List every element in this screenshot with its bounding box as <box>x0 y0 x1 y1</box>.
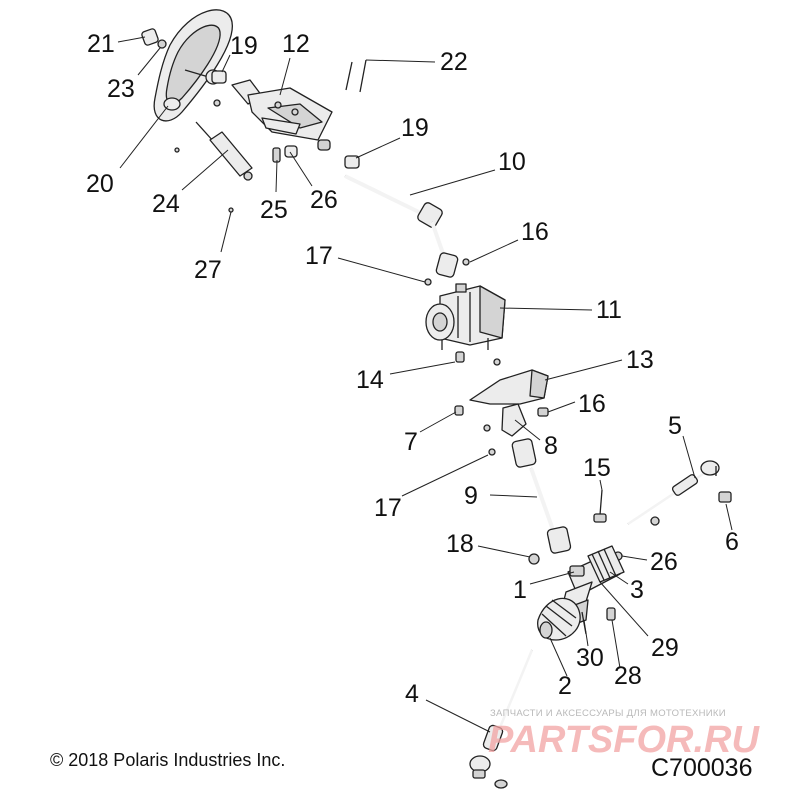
callout-26-top: 26 <box>310 186 338 214</box>
callout-25: 25 <box>260 196 288 224</box>
part-lower-shaft <box>511 438 572 554</box>
part-pins <box>345 59 367 93</box>
callout-3: 3 <box>630 576 644 604</box>
callout-labels: 21 19 12 22 23 19 10 20 24 25 26 16 17 2… <box>86 30 739 708</box>
watermark: ЗАПЧАСТИ И АКСЕССУАРЫ ДЛЯ МОТОТЕХНИКИ PA… <box>488 708 760 761</box>
callout-21: 21 <box>87 30 115 58</box>
callout-19-mid: 19 <box>401 114 429 142</box>
callout-17-top: 17 <box>305 242 333 270</box>
copyright-notice: © 2018 Polaris Industries Inc. <box>50 750 285 770</box>
part-bolt-15 <box>593 489 607 523</box>
callout-17-lower: 17 <box>374 494 402 522</box>
callout-1: 1 <box>513 576 527 604</box>
part-nut-small <box>157 39 167 49</box>
part-gas-strut <box>195 121 253 181</box>
watermark-tagline: ЗАПЧАСТИ И АКСЕССУАРЫ ДЛЯ МОТОТЕХНИКИ <box>490 708 726 719</box>
callout-13: 13 <box>626 346 654 374</box>
callout-16-top: 16 <box>521 218 549 246</box>
callout-14: 14 <box>356 366 384 394</box>
part-plate <box>501 403 527 437</box>
part-bolt-25 <box>272 147 281 163</box>
callout-6: 6 <box>725 528 739 556</box>
callout-28: 28 <box>614 662 642 690</box>
callout-26-lower: 26 <box>650 548 678 576</box>
part-bushing-top <box>211 70 227 84</box>
callout-7: 7 <box>404 428 418 456</box>
callout-19-top: 19 <box>230 32 258 60</box>
callout-9: 9 <box>464 482 478 510</box>
part-upper-shaft <box>344 174 459 278</box>
drawing-code: C700036 <box>651 754 752 782</box>
callout-18: 18 <box>446 530 474 558</box>
callout-23: 23 <box>107 75 135 103</box>
callout-22: 22 <box>440 48 468 76</box>
callout-27: 27 <box>194 256 222 284</box>
part-tie-rod-left <box>469 649 534 779</box>
callout-16-lower: 16 <box>578 390 606 418</box>
part-eps-motor <box>425 283 506 350</box>
callout-5: 5 <box>668 412 682 440</box>
callout-15: 15 <box>583 454 611 482</box>
part-boot <box>537 597 581 641</box>
callout-20: 20 <box>86 170 114 198</box>
callout-30: 30 <box>576 644 604 672</box>
callout-29: 29 <box>651 634 679 662</box>
watermark-brand: PARTSFOR.RU <box>488 719 760 761</box>
part-bushing-26 <box>284 145 298 158</box>
callout-10: 10 <box>498 148 526 176</box>
callout-4: 4 <box>405 680 419 708</box>
leader-lines <box>117 36 733 733</box>
callout-12: 12 <box>282 30 310 58</box>
callout-11: 11 <box>596 296 622 324</box>
callout-8: 8 <box>544 432 558 460</box>
part-cap <box>141 28 159 46</box>
part-steering-wheel <box>153 9 233 122</box>
part-tie-rod-right <box>627 460 720 526</box>
part-steering-column <box>231 79 333 141</box>
callout-2: 2 <box>558 672 572 700</box>
part-mount-bracket <box>469 369 549 405</box>
callout-24: 24 <box>152 190 180 218</box>
